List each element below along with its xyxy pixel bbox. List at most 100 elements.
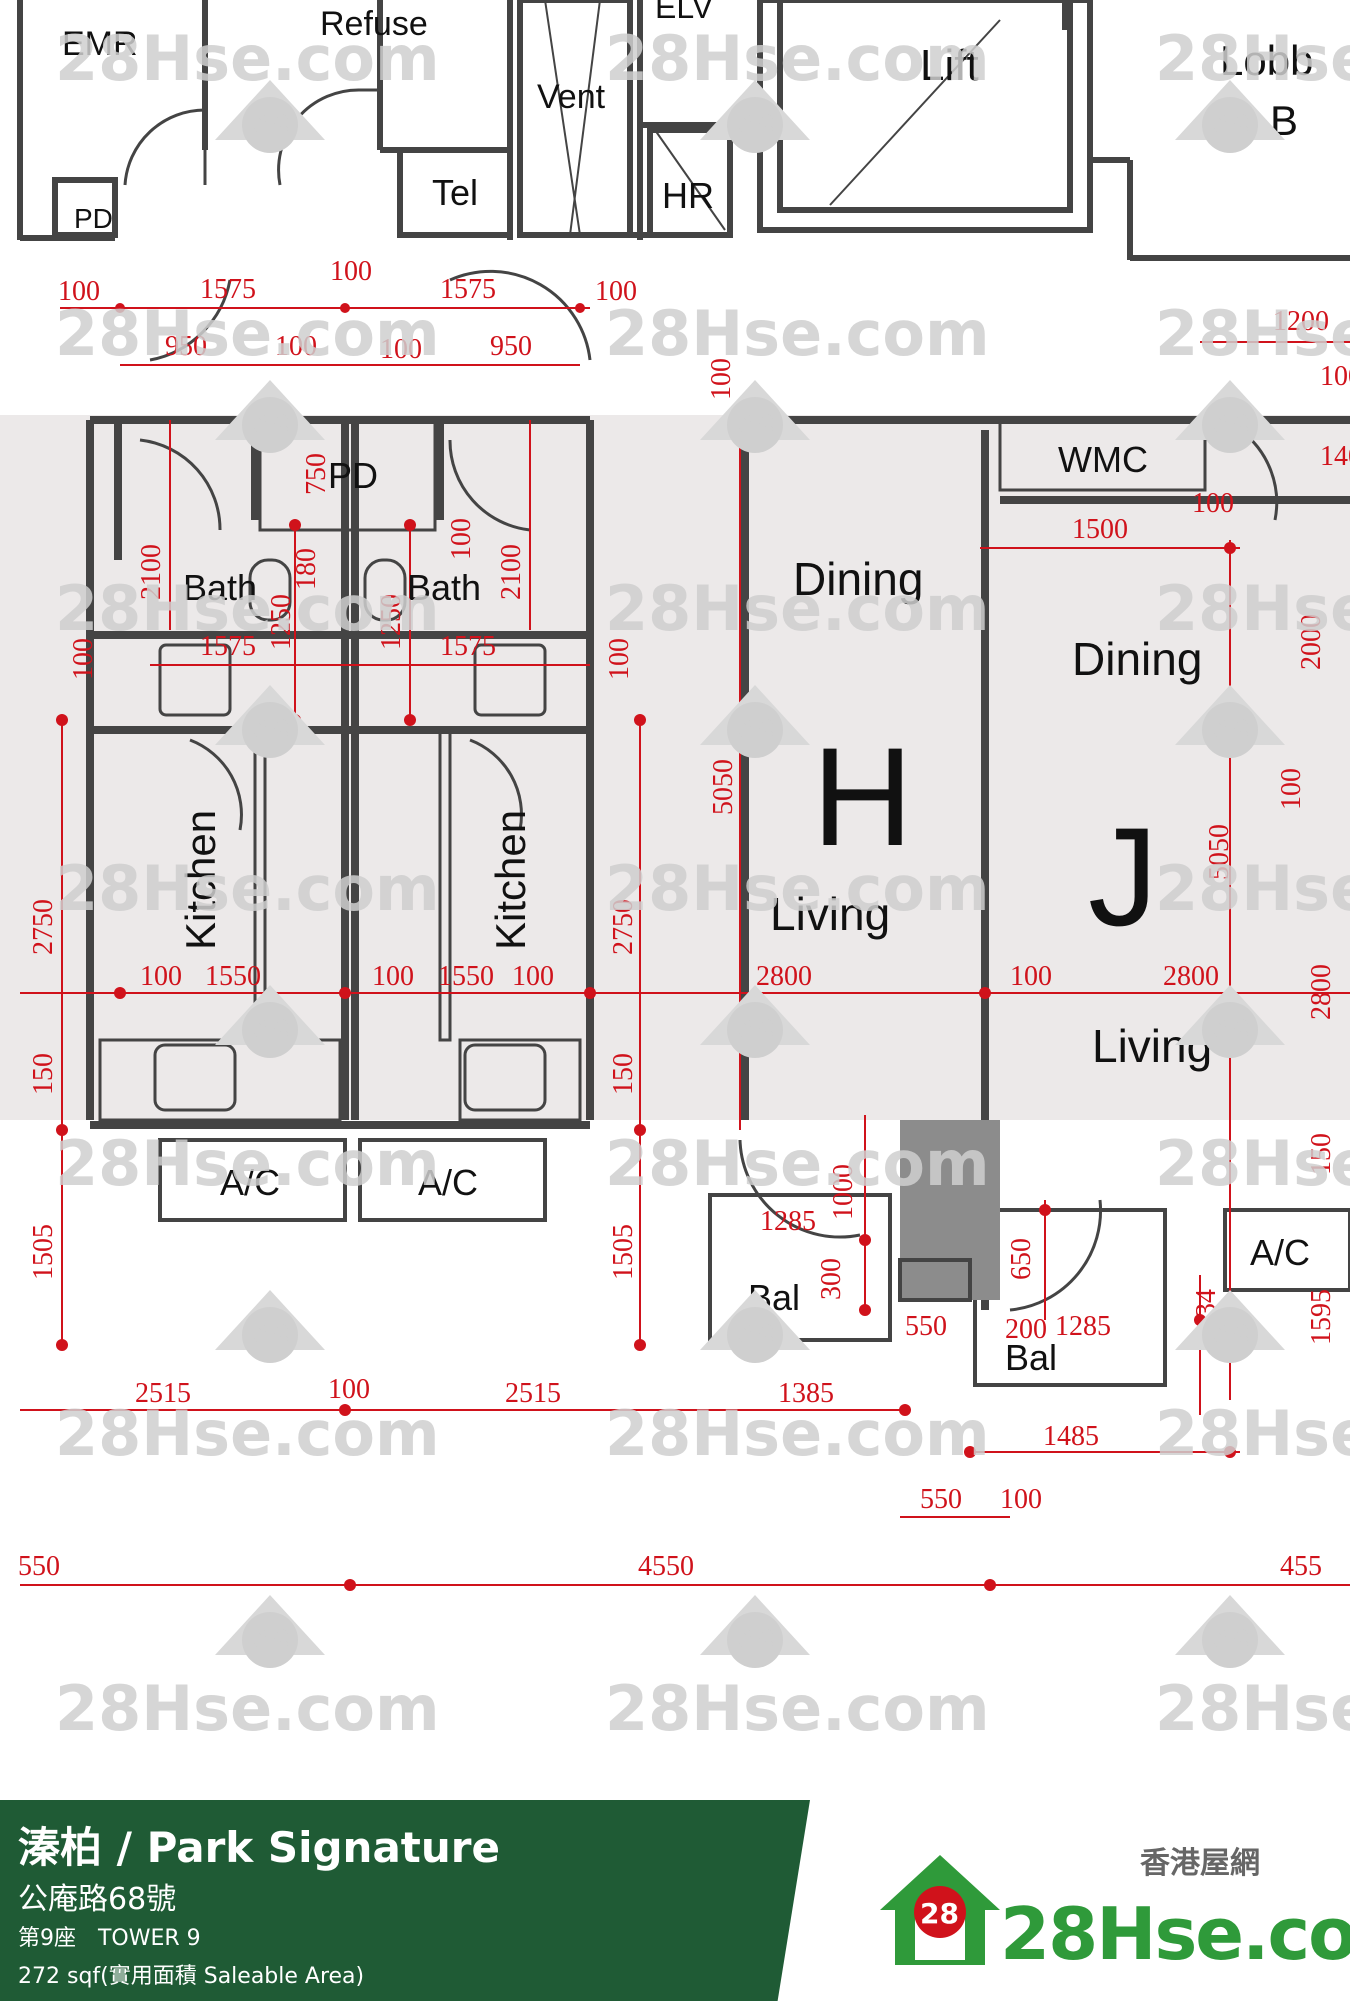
dim-label: 1575 xyxy=(200,274,256,305)
dim-label: 5050 xyxy=(708,759,739,815)
label-ac-right: A/C xyxy=(1250,1232,1310,1273)
dim-label: 180 xyxy=(291,548,322,590)
dim-label: 100 xyxy=(328,1374,370,1405)
label-dining-h: Dining xyxy=(793,553,923,605)
watermark-badge-text: 28 xyxy=(733,1014,775,1049)
watermark-badge-icon: 28 xyxy=(1175,1290,1285,1363)
dim-label: 1285 xyxy=(760,1206,816,1237)
watermarks: 28 28 28 28 28 28 28 28 28 28 28 28 28 2… xyxy=(55,22,1350,1745)
dim-label: 100 xyxy=(1320,361,1350,392)
dim-label: 100 xyxy=(512,961,554,992)
label-hr: HR xyxy=(662,175,714,216)
label-pd-mid: PD xyxy=(328,455,378,496)
watermark-badge-icon: 28 xyxy=(1175,380,1285,453)
dim-label: 2800 xyxy=(1306,964,1337,1020)
dim-label: 300 xyxy=(816,1258,847,1300)
dim-label: 100 xyxy=(330,256,372,287)
watermark-site-text: 28Hse.com xyxy=(605,22,990,95)
label-ac-left: A/C xyxy=(220,1162,280,1203)
dim-label: 150 xyxy=(1306,1133,1337,1175)
dim-label: 100 xyxy=(275,331,317,362)
watermark-site-text: 28Hse.com xyxy=(55,297,440,370)
label-emr: EMR xyxy=(62,25,138,63)
dim-label: 1250 xyxy=(266,594,297,650)
label-kitchen-right: Kitchen xyxy=(487,810,534,950)
watermark-site-text: 28Hse.com xyxy=(1155,1397,1350,1470)
watermark-badge-text: 28 xyxy=(248,409,290,444)
property-tower: 第9座 TOWER 9 xyxy=(18,1926,201,1951)
watermark-badge-icon: 28 xyxy=(700,380,810,453)
dim-label: 100 xyxy=(1000,1484,1042,1515)
watermark-site-text: 28Hse.com xyxy=(605,1672,990,1745)
dim-label: 1200 xyxy=(1273,306,1329,337)
dim-label: 5050 xyxy=(1204,824,1235,880)
watermark-badge-text: 28 xyxy=(733,409,775,444)
label-tel: Tel xyxy=(432,172,478,213)
dim-label: 650 xyxy=(1006,1238,1037,1280)
watermark-site-text: 28Hse.com xyxy=(605,297,990,370)
fixtures xyxy=(153,558,547,1112)
dim-label: 550 xyxy=(920,1484,962,1515)
watermark-badge-icon: 28 xyxy=(1175,685,1285,758)
dim-label: 100 xyxy=(1192,488,1234,519)
label-lobby: Lobb xyxy=(1220,37,1313,84)
watermark-site-text: 28Hse.com xyxy=(55,1127,440,1200)
ac-boxes xyxy=(158,1138,1350,1292)
watermark-site-text: 28Hse.com xyxy=(605,572,990,645)
watermark-badge-icon: 28 xyxy=(1175,80,1285,153)
watermark-site-text: 28Hse.com xyxy=(1155,852,1350,925)
watermark-badge-text: 28 xyxy=(1208,109,1250,144)
dim-label: 1400 xyxy=(1320,441,1350,472)
watermark-badge-icon: 28 xyxy=(700,80,810,153)
label-lift: Lift xyxy=(920,41,979,90)
watermark-site-text: 28Hse.com xyxy=(605,1127,990,1200)
dim-label: 2750 xyxy=(28,899,59,955)
watermark-badge-icon: 28 xyxy=(215,80,325,153)
dim-label: 1575 xyxy=(200,631,256,662)
watermark-site-text: 28Hse.com xyxy=(55,1397,440,1470)
watermark-badge-text: 28 xyxy=(1208,714,1250,749)
dim-label: 100 xyxy=(68,638,99,680)
dim-label: 100 xyxy=(446,518,477,560)
dimension-labels: 100 1575 100 1575 100 950 100 100 950 12… xyxy=(18,256,1350,1582)
dim-label: 100 xyxy=(380,334,422,365)
dim-label: 550 xyxy=(905,1311,947,1342)
label-vent: Vent xyxy=(537,78,606,116)
watermark-badge-icon: 28 xyxy=(700,1595,810,1668)
dim-label: 2000 xyxy=(1296,614,1327,670)
dim-label: 150 xyxy=(608,1053,639,1095)
shaft-diagonals xyxy=(544,0,1001,236)
watermark-badge-text: 28 xyxy=(1208,1624,1250,1659)
dim-label: 100 xyxy=(58,276,100,307)
dim-label: 750 xyxy=(301,453,332,495)
watermark-site-text: 28Hse.com xyxy=(55,852,440,925)
room-labels: EMR Refuse ELV Vent Lift Lobb B PD Tel H… xyxy=(62,0,1313,1378)
dim-label: 1500 xyxy=(1072,514,1128,545)
brand-site-name: 28Hse.com xyxy=(1000,1892,1350,1976)
watermark-site-text: 28Hse.com xyxy=(605,852,990,925)
watermark-badge-text: 28 xyxy=(248,109,290,144)
watermark-badge-icon: 28 xyxy=(700,985,810,1058)
dim-label: 1485 xyxy=(1043,1421,1099,1452)
label-bath-right: Bath xyxy=(407,567,481,608)
dim-label: 1505 xyxy=(608,1224,639,1280)
dim-label: 2750 xyxy=(608,899,639,955)
watermark-site-text: 28Hse.com xyxy=(1155,297,1350,370)
label-unit-j: J xyxy=(1088,798,1158,955)
watermark-site-text: 28Hse.com xyxy=(1155,22,1350,95)
watermark-badge-text: 28 xyxy=(733,1319,775,1354)
watermark-site-text: 28Hse.com xyxy=(1155,572,1350,645)
watermark-badge-text: 28 xyxy=(248,1014,290,1049)
label-unit-h: H xyxy=(812,718,913,875)
dim-label: 100 xyxy=(1276,768,1307,810)
label-bath-left: Bath xyxy=(183,567,257,608)
watermark-site-text: 28Hse.com xyxy=(55,22,440,95)
dim-label: 100 xyxy=(1010,961,1052,992)
watermark-badge-text: 28 xyxy=(248,714,290,749)
label-elv: ELV xyxy=(655,0,714,25)
dim-label: 1550 xyxy=(205,961,261,992)
dim-label: 1250 xyxy=(376,594,407,650)
unit-shading-band xyxy=(0,415,1350,1120)
label-living-h: Living xyxy=(770,888,890,940)
